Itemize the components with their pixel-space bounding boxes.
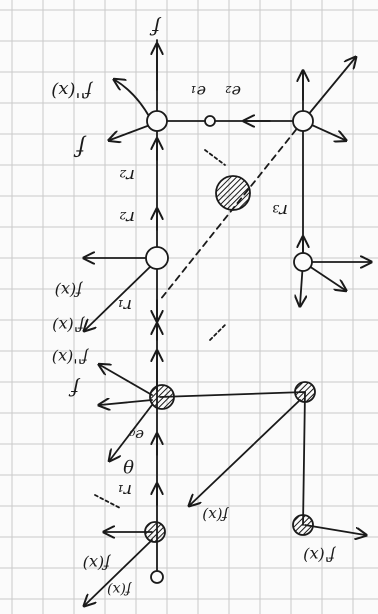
- top-node-arrow-left: [115, 80, 150, 118]
- label-fpp-1: f''(x): [52, 348, 89, 367]
- label-f-double-prime: f''(x): [51, 80, 94, 101]
- small-node-dot: [205, 116, 215, 126]
- small-dashed-arrow: [205, 150, 225, 165]
- open-node-circle: [293, 111, 313, 131]
- open-node-circle: [151, 571, 163, 583]
- label-r1-a: r₁: [117, 295, 132, 315]
- open-node-circle: [146, 247, 168, 269]
- label-fx-low: f(x): [202, 506, 229, 524]
- label-theta: θ: [123, 455, 134, 476]
- lower-node-left-arrow: [100, 400, 152, 405]
- open-node-circle: [147, 111, 167, 131]
- label-fp-1: f'(x): [52, 316, 85, 335]
- hatched-node-circle: [293, 515, 313, 535]
- lower-diagonal: [190, 400, 300, 505]
- label-r3: r₃: [272, 200, 288, 221]
- open-node-circle: [294, 253, 312, 271]
- label-fx-bottom-left: f(x): [83, 554, 111, 573]
- hatched-node-circle: [150, 385, 174, 409]
- label-r2-b: r₂: [119, 207, 135, 228]
- label-r2-a: r₂: [119, 165, 135, 186]
- label-top-f: f: [149, 16, 162, 40]
- hatched-node-circle: [295, 382, 315, 402]
- label-r1-b: r₁: [117, 480, 132, 500]
- label-fprime-right: f'(x): [303, 546, 336, 565]
- mid-beam: [160, 392, 305, 397]
- hatched-node-circle: [216, 176, 250, 210]
- label-f-bottom-left2: f(x): [107, 581, 132, 597]
- diagonal-top-right: [303, 58, 355, 121]
- top-node-arrow-down: [110, 125, 150, 140]
- label-e2: e₂: [225, 82, 241, 101]
- label-f-mid: f: [68, 377, 81, 401]
- lower-node-upleft-arrow: [100, 365, 152, 395]
- small-dashed-arrow-2: [210, 325, 225, 340]
- label-e0: e₀: [129, 426, 144, 444]
- right-column-lower: [303, 392, 305, 525]
- bottom-right-node-arrow: [305, 525, 365, 535]
- label-e1: e₁: [190, 82, 206, 101]
- label-fx-1: f(x): [55, 281, 83, 300]
- label-f-left-top: f: [73, 134, 87, 159]
- hatched-node-circle: [145, 522, 165, 542]
